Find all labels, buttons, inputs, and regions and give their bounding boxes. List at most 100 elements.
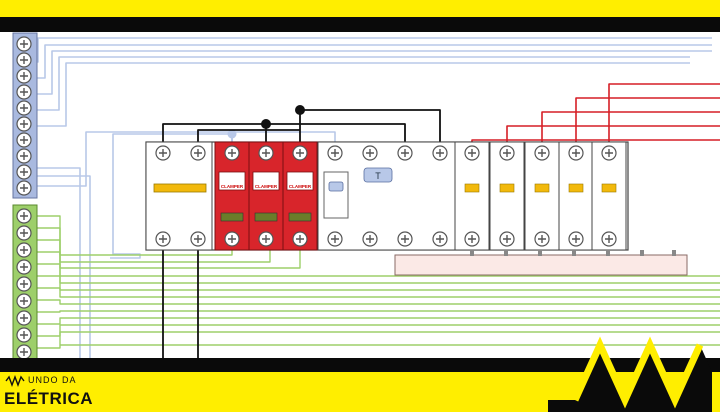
screw-icon [16, 100, 32, 116]
dr-indicator [328, 181, 344, 192]
screw-slot [20, 88, 28, 96]
screw-slot [20, 229, 28, 237]
screw-slot [20, 280, 28, 288]
screw-icon [155, 231, 171, 247]
neutral-wire [24, 50, 712, 95]
comb-busbar [394, 254, 688, 276]
neutral-wire [24, 62, 690, 127]
screw-icon [499, 231, 515, 247]
main-breaker [145, 141, 213, 251]
dps-brand-label: CLAMPER [221, 184, 244, 189]
screw-slot [20, 348, 28, 356]
dps-status-window [220, 212, 244, 222]
screw-icon [464, 231, 480, 247]
screw-icon [16, 208, 32, 224]
screw-icon [432, 231, 448, 247]
ground-wire [36, 263, 720, 284]
screw-slot [159, 149, 167, 157]
dps-brand-label: CLAMPER [255, 184, 278, 189]
dr-test-button [363, 167, 393, 183]
screw-slot [366, 149, 374, 157]
screw-icon [16, 242, 32, 258]
screw-slot [605, 235, 613, 243]
neutral-wire [36, 131, 336, 187]
frame-bottom-black [0, 358, 720, 372]
breaker-indicator [534, 183, 550, 193]
screw-icon [568, 145, 584, 161]
ground-wire [36, 331, 720, 349]
ground-wire [36, 324, 720, 337]
screw-slot [20, 263, 28, 271]
neutral-wire [110, 133, 232, 259]
screw-slot [331, 149, 339, 157]
screw-slot [194, 235, 202, 243]
screw-icon [534, 231, 550, 247]
frame-top-yellow [0, 0, 720, 17]
screw-slot [20, 297, 28, 305]
screw-slot [468, 149, 476, 157]
phase-junction [261, 119, 271, 129]
dps-status-window [254, 212, 278, 222]
screw-slot [20, 104, 28, 112]
busbar-pin [672, 250, 676, 256]
neutral-wire [24, 56, 690, 111]
screw-icon [16, 132, 32, 148]
breaker-indicator [568, 183, 584, 193]
screw-icon [362, 145, 378, 161]
screw-slot [20, 246, 28, 254]
screw-icon [258, 145, 274, 161]
screw-slot [159, 235, 167, 243]
dps-label-plate [286, 171, 314, 191]
screw-slot [503, 235, 511, 243]
screw-icon [224, 145, 240, 161]
screw-slot [262, 149, 270, 157]
dps-label-plate [218, 171, 246, 191]
screw-icon [534, 145, 550, 161]
screw-slot [538, 235, 546, 243]
screw-slot [468, 235, 476, 243]
screw-icon [16, 68, 32, 84]
dr-lever [323, 171, 349, 219]
screw-icon [16, 276, 32, 292]
screw-slot [366, 235, 374, 243]
screw-icon [16, 116, 32, 132]
screw-slot [20, 212, 28, 220]
ground-wire [36, 299, 720, 305]
screw-icon [327, 231, 343, 247]
screw-slot [228, 149, 236, 157]
neutral-wire [36, 175, 91, 360]
screw-icon [16, 52, 32, 68]
screw-slot [296, 149, 304, 157]
screw-icon [16, 180, 32, 196]
screw-icon [601, 231, 617, 247]
ground-wire [36, 275, 720, 291]
screw-slot [572, 149, 580, 157]
circuit-wire-red [608, 83, 720, 152]
screw-icon [397, 145, 413, 161]
screw-icon [292, 231, 308, 247]
busbar-pin [606, 250, 610, 256]
breaker-indicator [601, 183, 617, 193]
busbar-pin [470, 250, 474, 256]
screw-icon [190, 145, 206, 161]
dps-label-plate [252, 171, 280, 191]
screw-slot [194, 149, 202, 157]
screw-slot [262, 235, 270, 243]
screw-slot [20, 56, 28, 64]
screw-slot [605, 149, 613, 157]
screw-slot [401, 235, 409, 243]
screw-slot [538, 149, 546, 157]
screw-icon [16, 327, 32, 343]
zigzag-logo-stroke [571, 336, 704, 409]
screw-slot [20, 168, 28, 176]
neutral-wire [24, 44, 712, 79]
screw-slot [436, 149, 444, 157]
ground-wire [36, 287, 720, 298]
phase-junction [295, 105, 305, 115]
circuit-wire-red [541, 111, 720, 152]
ground-wire [36, 310, 720, 313]
screw-icon [16, 310, 32, 326]
screw-icon [190, 231, 206, 247]
wave-logo-icon [5, 375, 25, 387]
